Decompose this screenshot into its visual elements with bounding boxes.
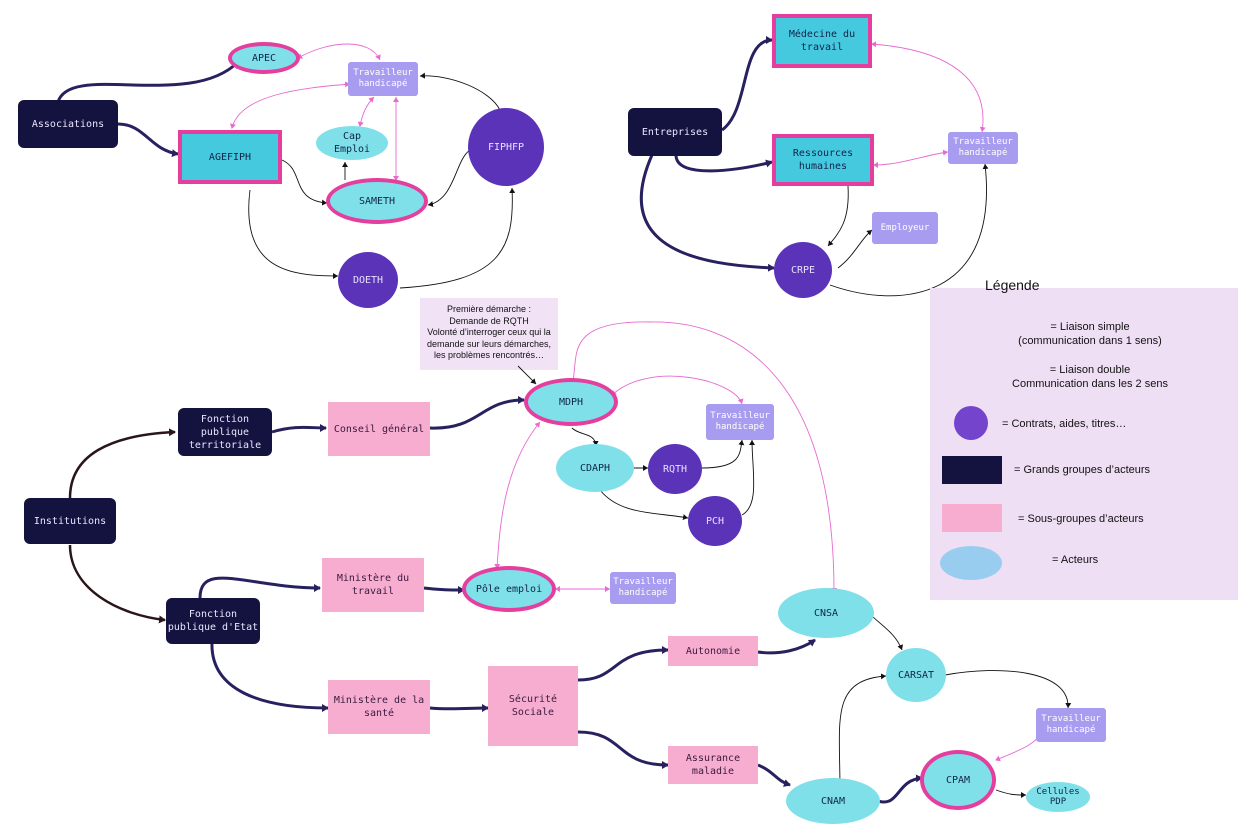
node-mdph: MDPH (524, 378, 618, 426)
node-employeur: Employeur (872, 212, 938, 244)
legend-group-swatch (942, 456, 1002, 484)
node-crpe: CRPE (774, 242, 832, 298)
link-crpe-employeur (837, 229, 873, 269)
link-entreprises-medecine (721, 36, 773, 132)
node-medecine-travail: Médecine du travail (772, 14, 872, 68)
node-cpam: CPAM (920, 750, 996, 810)
legend-contract-swatch (954, 406, 988, 440)
link-medecine-travailleur (871, 41, 986, 133)
note-premiere-demarche: Première démarche : Demande de RQTH Volo… (420, 298, 558, 370)
link-assurance-cnam (757, 763, 791, 787)
node-fp-etat: Fonction publique d'Etat (166, 598, 260, 644)
node-cdaph: CDAPH (556, 444, 634, 492)
link-conseil-mdph (429, 396, 525, 430)
legend-double-text: = Liaison double Communication dans les … (1012, 364, 1168, 390)
link-entreprises-rh (674, 154, 773, 173)
node-doeth: DOETH (338, 252, 398, 308)
link-associations-apec (56, 60, 240, 103)
link-agefiph-doeth (248, 189, 339, 279)
link-institutions-fpe (68, 544, 166, 624)
node-travailleur-pole: Travailleur handicapé (610, 572, 676, 604)
link-rh-travailleur (873, 149, 949, 168)
link-ministere-pole (423, 585, 465, 594)
node-associations: Associations (18, 100, 118, 148)
legend: Légende = Liaison simple (communication … (930, 277, 1238, 600)
link-secu-assurance (577, 730, 669, 769)
node-cap-emploi: Cap Emploi (316, 126, 388, 160)
note-title: Première démarche : (446, 304, 532, 314)
link-capemploi-travailleur (357, 96, 375, 127)
legend-title: Légende (985, 277, 1040, 293)
node-cnam: CNAM (786, 778, 880, 824)
node-conseil-general: Conseil général (328, 402, 430, 456)
link-apec-travailleur (297, 43, 381, 61)
node-pole-emploi: Pôle emploi (462, 566, 556, 612)
node-carsat: CARSAT (886, 648, 946, 702)
legend-simple-text: = Liaison simple (communication dans 1 s… (1018, 321, 1162, 347)
legend-actors-text: = Acteurs (1052, 554, 1099, 566)
note-line: Volonté d’interroger ceux qui la (427, 327, 551, 337)
link-fiphfp-travailleur (419, 72, 501, 111)
link-fpe-ministere-sante (210, 641, 329, 712)
link-fiphfp-sameth (427, 149, 471, 208)
legend-actor-swatch (940, 546, 1002, 580)
node-autonomie: Autonomie (668, 636, 758, 666)
link-doeth-fiphfp (399, 187, 516, 289)
link-rh-crpe (827, 185, 849, 247)
note-line: les problèmes rencontrés… (433, 350, 545, 360)
link-carsat-travailleur (944, 670, 1072, 709)
link-ministere-sante-secu (429, 704, 489, 713)
node-ministere-travail: Ministère du travail (322, 558, 424, 612)
node-pch: PCH (688, 496, 742, 546)
link-agefiph-travailleur (230, 81, 351, 129)
legend-subgroups-text: = Sous-groupes d’acteurs (1018, 513, 1144, 525)
link-associations-agefiph (117, 122, 179, 158)
node-sameth: SAMETH (326, 178, 428, 224)
note-line: Demande de RQTH (449, 315, 529, 326)
link-entreprises-crpe (639, 154, 775, 272)
link-crpe-travailleur (829, 163, 989, 297)
node-assurance-maladie: Assurance maladie (668, 746, 758, 784)
link-autonomie-cnsa (757, 638, 816, 655)
link-cnam-carsat (838, 673, 887, 791)
node-agefiph: AGEFIPH (178, 130, 282, 184)
link-secu-autonomie (577, 646, 669, 682)
node-cnsa: CNSA (778, 588, 874, 638)
node-entreprises: Entreprises (628, 108, 722, 156)
node-apec: APEC (228, 42, 300, 74)
node-travailleur-mdph: Travailleur handicapé (706, 404, 774, 440)
node-rqth: RQTH (648, 444, 702, 494)
node-ressources-humaines: Ressources humaines (772, 134, 874, 186)
legend-groups-text: = Grands groupes d’acteurs (1014, 464, 1151, 476)
node-travailleur-cpam: Travailleur handicapé (1036, 708, 1106, 742)
link-institutions-fpt (68, 428, 176, 499)
node-cellules-pdp: Cellules PDP (1026, 782, 1090, 812)
node-securite-sociale: Sécurité Sociale (488, 666, 578, 746)
link-pole-mdph (494, 421, 541, 569)
link-fpe-ministere-travail (198, 576, 321, 599)
legend-subgroup-swatch (942, 504, 1002, 532)
note-line: demande sur leurs démarches, (426, 338, 552, 349)
link-cpam-cellules (995, 789, 1027, 798)
link-cnam-cpam (874, 774, 923, 804)
legend-contracts-text: = Contrats, aides, titres… (1002, 418, 1127, 430)
node-travailleur-entreprises: Travailleur handicapé (948, 132, 1018, 164)
link-agefiph-sameth (281, 159, 328, 206)
node-fiphfp: FIPHFP (468, 108, 544, 186)
link-fpt-conseil (271, 423, 327, 434)
node-ministere-sante: Ministère de la santé (328, 680, 430, 734)
link-cnsa-mdph (570, 321, 837, 593)
node-travailleur-associations: Travailleur handicapé (348, 62, 418, 96)
node-institutions: Institutions (24, 498, 116, 544)
node-fp-territoriale: Fonction publique territoriale (178, 408, 272, 456)
